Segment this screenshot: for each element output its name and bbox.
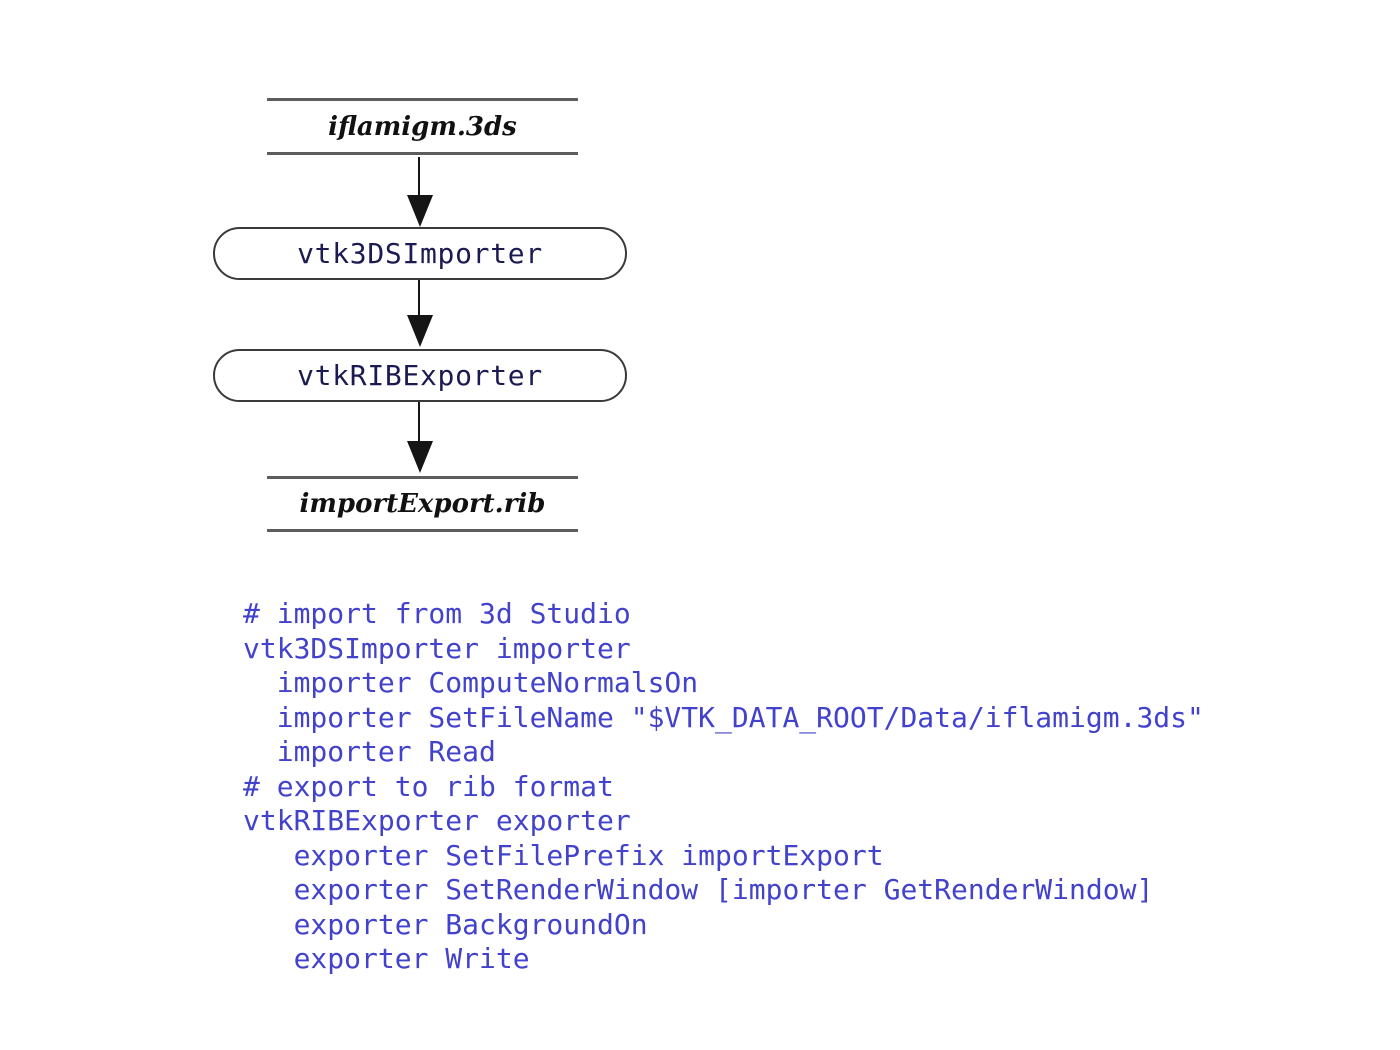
arrow-down-icon [407, 441, 433, 473]
input-file-label: iflamigm.3ds [328, 111, 517, 142]
code-line: vtkRIBExporter exporter [243, 804, 631, 837]
code-line: exporter Write [243, 942, 530, 975]
importer-node-label: vtk3DSImporter [297, 237, 543, 270]
arrow-down-icon [407, 195, 433, 227]
code-line: # import from 3d Studio [243, 597, 631, 630]
arrow-down-icon [407, 315, 433, 347]
importer-node: vtk3DSImporter [213, 227, 627, 280]
input-file-node: iflamigm.3ds [267, 98, 578, 155]
arrow-line [418, 280, 420, 317]
code-line: # export to rib format [243, 769, 614, 803]
code-line: exporter SetFilePrefix importExport [243, 838, 884, 872]
output-file-node: importExport.rib [267, 476, 578, 532]
exporter-node: vtkRIBExporter [213, 349, 627, 402]
code-line: exporter SetRenderWindow [importer GetRe… [243, 873, 1154, 906]
code-line: importer Read [243, 735, 496, 768]
code-line: vtk3DSImporter importer [243, 631, 631, 665]
output-file-label: importExport.rib [299, 489, 546, 519]
code-listing: # import from 3d Studio vtk3DSImporter i… [243, 597, 1204, 977]
arrow-line [418, 157, 420, 197]
code-line: importer SetFileName "$VTK_DATA_ROOT/Dat… [243, 700, 1204, 734]
code-line: importer ComputeNormalsOn [243, 666, 699, 699]
exporter-node-label: vtkRIBExporter [297, 359, 543, 392]
code-line: exporter BackgroundOn [243, 907, 648, 941]
arrow-line [418, 402, 420, 443]
